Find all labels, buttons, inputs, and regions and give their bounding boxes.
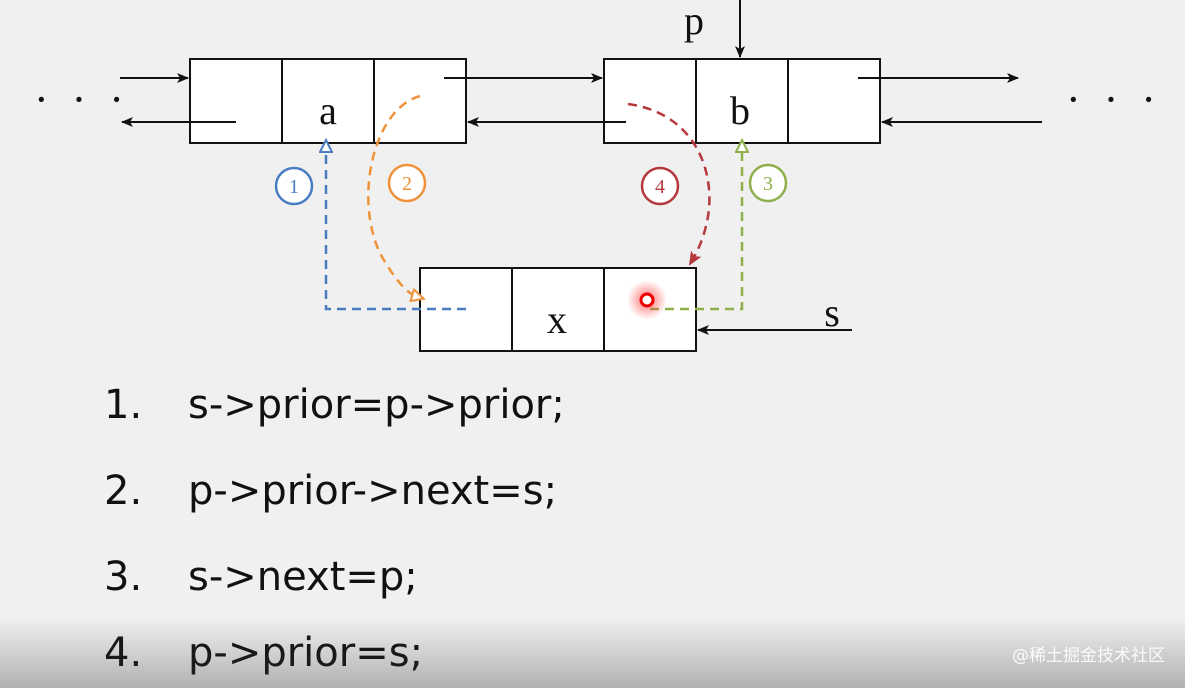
step4-dashed-arrow <box>627 102 711 266</box>
solid-links <box>120 0 1042 335</box>
node-a: a <box>189 58 467 144</box>
code-step-2-text: p->prior->next=s; <box>188 468 558 514</box>
code-step-1-text: s->prior=p->prior; <box>188 382 565 428</box>
pointer-p-label: p <box>684 0 704 43</box>
svg-text:4: 4 <box>655 176 665 198</box>
step3-dashed-arrow <box>650 146 742 311</box>
code-step-1: 1.s->prior=p->prior; <box>104 382 565 428</box>
code-step-4: 4.p->prior=s; <box>104 630 424 676</box>
left-ellipsis: · · · <box>34 75 130 124</box>
node-a-label: a <box>319 88 337 133</box>
code-step-3: 3.s->next=p; <box>104 554 418 600</box>
step1-dashed-arrow <box>326 146 466 311</box>
right-ellipsis: · · · <box>1066 75 1162 124</box>
svg-text:2: 2 <box>402 173 412 195</box>
step-circle-2: 2 <box>387 163 427 203</box>
svg-text:3: 3 <box>763 173 773 195</box>
svg-text:1: 1 <box>289 176 299 198</box>
code-step-2: 2.p->prior->next=s; <box>104 468 558 514</box>
step-circle-1: 1 <box>274 166 314 206</box>
step-circle-3: 3 <box>748 163 788 203</box>
step-circle-4: 4 <box>640 166 680 206</box>
cursor-highlight <box>627 280 667 320</box>
node-b-label: b <box>730 88 750 133</box>
node-x-label: x <box>547 297 567 342</box>
watermark: @稀土掘金技术社区 <box>1012 646 1165 666</box>
code-step-4-text: p->prior=s; <box>188 630 424 676</box>
step2-dashed-arrow <box>367 94 420 297</box>
code-step-3-text: s->next=p; <box>188 554 418 600</box>
node-b: b <box>603 58 881 144</box>
pointer-s-label: s <box>824 290 840 335</box>
